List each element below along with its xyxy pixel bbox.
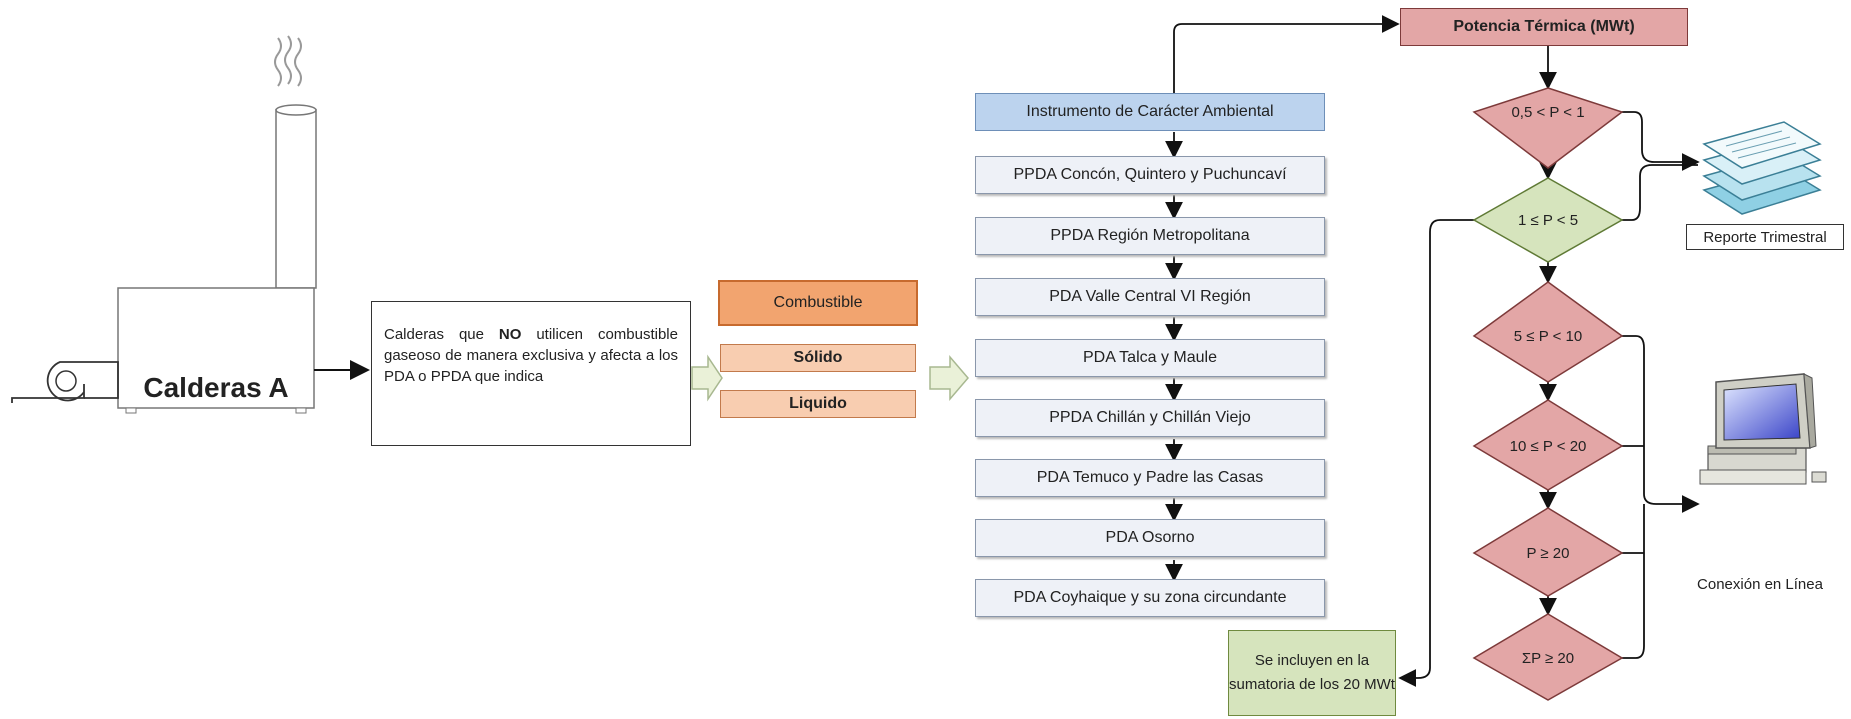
fuel-option-solid: Sólido (720, 344, 916, 372)
chimney (275, 109, 317, 289)
sum-note-text: Se incluyen en la sumatoria de los 20 MW… (1229, 652, 1395, 693)
fuel-option-solid-label: Sólido (793, 349, 843, 366)
plan-item-label: PPDA Concón, Quintero y Puchuncaví (1013, 166, 1287, 183)
criteria-text-part2: utilicen combustible gaseoso de manera e… (384, 326, 678, 385)
condition-2: 1 ≤ P < 5 (1518, 212, 1578, 229)
plan-item: PPDA Concón, Quintero y Puchuncaví (975, 156, 1325, 194)
plan-item: PDA Coyhaique y su zona circundante (975, 579, 1325, 617)
plan-item: PPDA Región Metropolitana (975, 217, 1325, 255)
diamond-3 (1472, 281, 1624, 383)
power-title: Potencia Térmica (MWt) (1453, 18, 1635, 35)
diamond-2 (1472, 177, 1624, 263)
condition-5: P ≥ 20 (1527, 545, 1570, 562)
report-label: Reporte Trimestral (1703, 228, 1827, 246)
fuel-header: Combustible (718, 280, 918, 326)
block-arrow-1 (691, 354, 723, 402)
instrument-header: Instrumento de Carácter Ambiental (975, 93, 1325, 131)
power-header: Potencia Térmica (MWt) (1400, 8, 1688, 46)
boiler-label: Calderas A (143, 372, 288, 403)
report-documents-icon (1702, 121, 1822, 215)
plan-item-label: PDA Valle Central VI Región (1049, 288, 1251, 305)
plan-item-label: PDA Coyhaique y su zona circundante (1013, 589, 1287, 606)
plan-item: PDA Temuco y Padre las Casas (975, 459, 1325, 497)
diamond-5 (1472, 507, 1624, 597)
plan-item-label: PPDA Región Metropolitana (1050, 227, 1250, 244)
online-label-text: Conexión en Línea (1697, 576, 1823, 593)
computer-icon (1699, 373, 1827, 485)
plan-item-label: PDA Temuco y Padre las Casas (1036, 469, 1264, 486)
criteria-text-bold: NO (498, 326, 522, 343)
plan-item-label: PDA Talca y Maule (1083, 349, 1217, 366)
condition-4: 10 ≤ P < 20 (1510, 438, 1587, 455)
plan-item: PDA Osorno (975, 519, 1325, 557)
condition-1: 0,5 < P < 1 (1511, 104, 1584, 121)
diamond-6 (1472, 613, 1624, 701)
plan-item-label: PPDA Chillán y Chillán Viejo (1049, 409, 1251, 426)
criteria-text-part1: Calderas que (384, 326, 499, 343)
boiler-criteria-box: Calderas que NO utilicen combustible gas… (371, 301, 691, 446)
fuel-option-liquid-label: Liquido (789, 395, 847, 412)
plan-item: PPDA Chillán y Chillán Viejo (975, 399, 1325, 437)
decision-diamonds: 0,5 < P < 1 1 ≤ P < 5 5 ≤ P < 10 10 ≤ P … (1472, 87, 1624, 701)
plan-item-label: PDA Osorno (1105, 529, 1195, 546)
sum-note-box: Se incluyen en la sumatoria de los 20 MW… (1228, 630, 1396, 716)
report-label-box: Reporte Trimestral (1686, 224, 1844, 250)
plan-item: PDA Valle Central VI Región (975, 278, 1325, 316)
fuel-title: Combustible (773, 294, 863, 311)
boiler-body (117, 287, 315, 409)
plan-item: PDA Talca y Maule (975, 339, 1325, 377)
smoke-icon (274, 35, 302, 87)
condition-3: 5 ≤ P < 10 (1514, 328, 1582, 345)
blower-icon (11, 361, 119, 403)
online-label: Conexión en Línea (1680, 576, 1840, 598)
instrument-title: Instrumento de Carácter Ambiental (1026, 103, 1274, 120)
boiler-illustration: Calderas A (11, 35, 317, 414)
fuel-option-liquid: Liquido (720, 390, 916, 418)
diamond-4 (1472, 399, 1624, 491)
diamond-1 (1472, 87, 1624, 169)
block-arrow-2 (929, 354, 969, 402)
condition-6: ΣP ≥ 20 (1522, 650, 1574, 667)
